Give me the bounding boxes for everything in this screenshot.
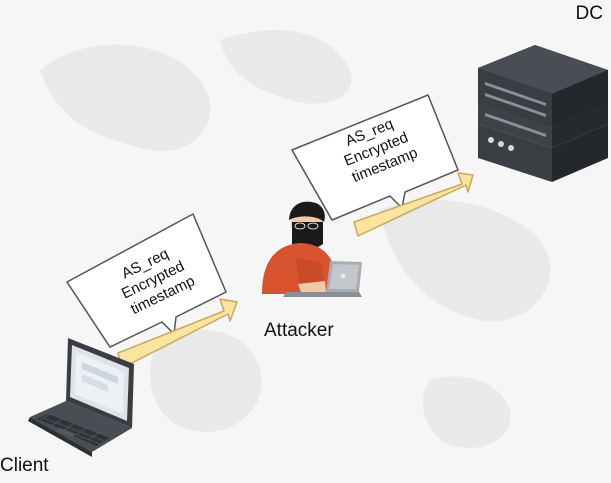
client-label: Client xyxy=(0,455,49,476)
arrow-attacker-to-dc xyxy=(353,172,474,237)
svg-text:AS_req Encrypted t: AS_req Encrypted timestamp xyxy=(111,240,199,319)
laptop-icon xyxy=(28,338,134,457)
attacker-label: Attacker xyxy=(264,320,334,341)
world-map-background xyxy=(40,30,551,449)
message-bubble-lower: AS_req Encrypted timestamp xyxy=(65,212,227,348)
hacker-icon xyxy=(262,201,362,297)
arrow-client-to-attacker xyxy=(117,298,238,369)
dc-label: DC xyxy=(576,3,603,24)
server-icon xyxy=(478,45,608,182)
